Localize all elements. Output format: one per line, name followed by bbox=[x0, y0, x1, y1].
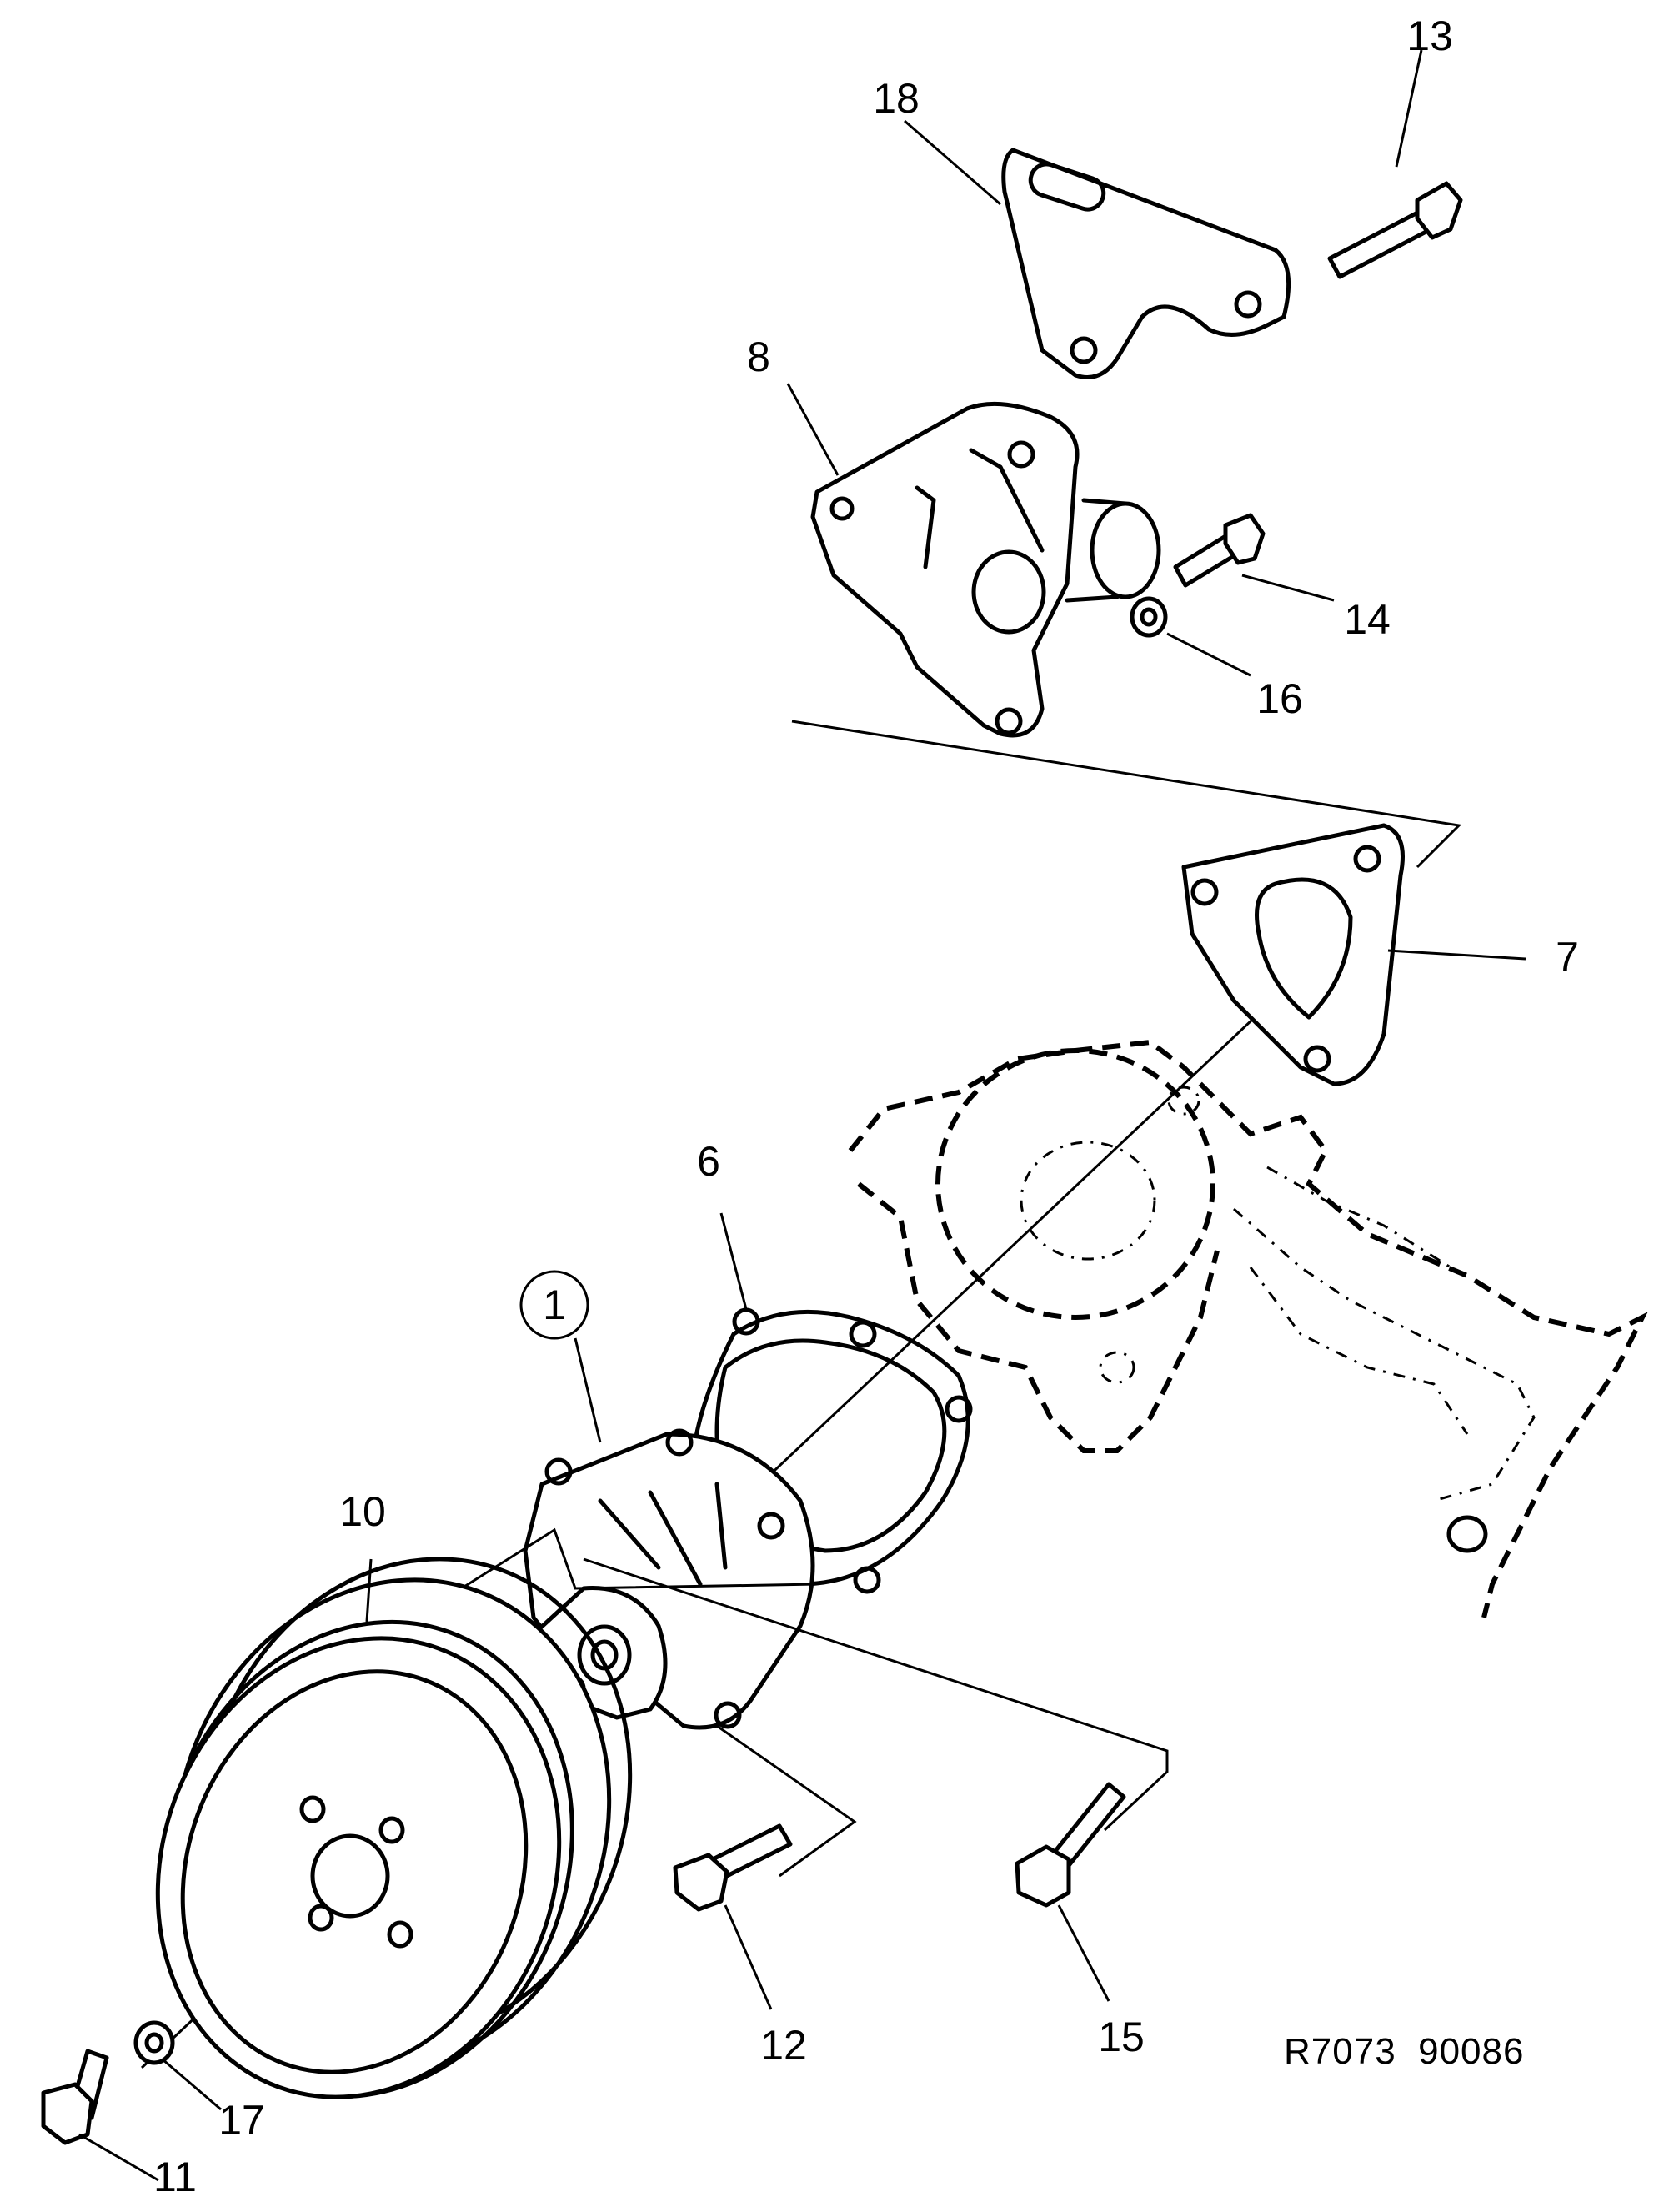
callout-13: 13 bbox=[1406, 13, 1453, 59]
pump-bolt-12-leader bbox=[716, 1724, 857, 1878]
bolt-13 bbox=[1327, 181, 1463, 279]
callout-17: 17 bbox=[218, 2097, 265, 2144]
bolt-11 bbox=[41, 2049, 109, 2145]
gasket-7 bbox=[1181, 823, 1405, 1086]
callout-1: 1 bbox=[543, 1282, 566, 1328]
callout-7: 7 bbox=[1556, 934, 1579, 981]
callout-6: 6 bbox=[697, 1138, 720, 1185]
callout-leaders bbox=[78, 49, 1526, 2182]
callout-1-circle bbox=[519, 1270, 589, 1340]
bracket-18 bbox=[1001, 148, 1291, 379]
engine-block-outline bbox=[848, 1039, 1648, 1618]
pump-bolt-15-leader bbox=[583, 1557, 1169, 1832]
callout-15: 15 bbox=[1098, 2014, 1145, 2060]
callout-10: 10 bbox=[339, 1488, 386, 1535]
pump-gasket-leader bbox=[408, 1527, 818, 1623]
reference-code: R7073 90086 bbox=[1284, 2031, 1524, 2072]
pulley-10 bbox=[155, 1557, 633, 2099]
housing-gasket-leader bbox=[791, 720, 1462, 869]
callout-12: 12 bbox=[760, 2022, 807, 2069]
callout-11: 11 bbox=[153, 2154, 197, 2200]
callout-18: 18 bbox=[873, 75, 920, 122]
washer-16 bbox=[1130, 596, 1168, 638]
callout-8: 8 bbox=[747, 334, 770, 380]
bolt-14 bbox=[1173, 513, 1266, 588]
bolt-12 bbox=[673, 1823, 793, 1912]
housing-8 bbox=[810, 401, 1161, 738]
washer-17 bbox=[133, 2020, 175, 2065]
callout-16: 16 bbox=[1256, 675, 1303, 722]
callout-14: 14 bbox=[1344, 596, 1391, 643]
bolt-15 bbox=[1015, 1782, 1126, 1908]
